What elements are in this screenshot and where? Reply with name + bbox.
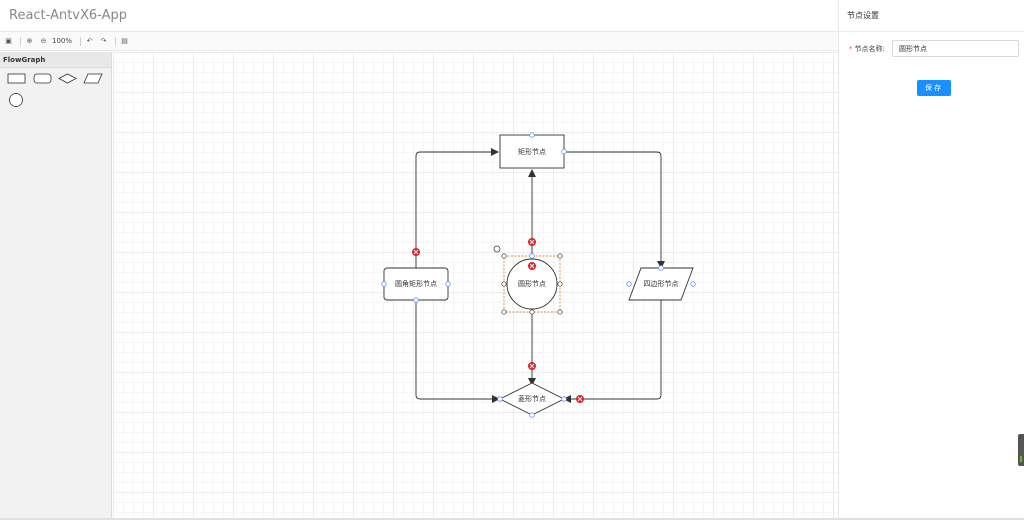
node-rounded-rect[interactable]: 圆角矩形节点 xyxy=(383,267,449,301)
side-drawer-handle[interactable] xyxy=(1018,434,1024,466)
node-diamond[interactable]: 菱形节点 xyxy=(498,382,566,416)
save-button[interactable]: 保存 xyxy=(917,80,951,96)
edge-rounded-to-diamond[interactable] xyxy=(415,300,500,403)
node-circle-label: 圆形节点 xyxy=(518,280,546,288)
remove-icon[interactable] xyxy=(576,395,584,403)
zoom-level: 100% xyxy=(52,37,73,45)
save-icon[interactable]: ▤ xyxy=(121,37,128,45)
undo-icon[interactable]: ↶ xyxy=(86,37,93,45)
node-rounded-rect-label: 圆角矩形节点 xyxy=(395,279,437,288)
node-rect[interactable]: 矩形节点 xyxy=(499,134,565,169)
toolbar-divider xyxy=(80,36,82,46)
remove-icon[interactable] xyxy=(412,248,420,256)
stencil-shapes xyxy=(7,73,103,107)
toolbar-divider xyxy=(115,36,117,46)
edge-rounded-to-rect[interactable] xyxy=(415,148,499,268)
stencil-group-title[interactable]: FlowGraph xyxy=(0,52,111,68)
redo-icon[interactable]: ↷ xyxy=(100,37,107,45)
node-name-input[interactable] xyxy=(892,40,1019,57)
zoom-in-icon[interactable]: ⊕ xyxy=(26,37,33,45)
zoom-out-icon[interactable]: ⊖ xyxy=(40,37,47,45)
node-diamond-label: 菱形节点 xyxy=(518,394,546,403)
edge-rect-to-parallelogram[interactable] xyxy=(533,151,665,269)
stencil-parallelogram-shape[interactable] xyxy=(83,73,103,84)
screenshot-icon[interactable]: ▣ xyxy=(5,37,12,45)
edge-remove-icons[interactable] xyxy=(412,238,584,403)
required-mark: * xyxy=(849,45,853,53)
app-title: React-AntvX6-App xyxy=(9,8,127,23)
remove-icon[interactable] xyxy=(528,362,536,370)
node-parallelogram-label: 四边形节点 xyxy=(644,279,679,288)
node-rect-label: 矩形节点 xyxy=(518,147,546,156)
header: React-AntvX6-App xyxy=(0,0,838,32)
toolbar-divider xyxy=(20,36,21,46)
node-circle[interactable]: 圆形节点 xyxy=(493,245,563,315)
rotate-handle[interactable] xyxy=(493,245,501,253)
stencil-diamond-shape[interactable] xyxy=(58,73,77,84)
graph-svg: 矩形节点 圆角矩形节点 四边形节点 菱形节点 圆形节点 xyxy=(381,132,696,418)
panel-title: 节点设置 xyxy=(847,11,879,20)
graph-canvas[interactable]: 矩形节点 圆角矩形节点 四边形节点 菱形节点 圆形节点 xyxy=(113,52,838,520)
toolbar: ▣ ⊕ ⊖ 100% ↶ ↷ ▤ xyxy=(0,32,838,51)
bottom-border xyxy=(0,518,1024,520)
node-parallelogram[interactable]: 四边形节点 xyxy=(628,267,694,301)
panel-divider xyxy=(839,31,1024,32)
node-name-label: *节点名称: xyxy=(849,44,885,54)
remove-icon[interactable] xyxy=(528,238,536,246)
settings-panel: 节点设置 *节点名称: 保存 xyxy=(838,0,1024,520)
stencil-panel: FlowGraph xyxy=(0,52,112,520)
remove-icon[interactable] xyxy=(528,262,536,270)
node-ports[interactable] xyxy=(381,132,696,418)
stencil-rect-shape[interactable] xyxy=(7,73,26,84)
stencil-circle-shape[interactable] xyxy=(9,93,23,107)
edge-parallelogram-to-diamond[interactable] xyxy=(563,300,662,403)
node-name-label-text: 节点名称: xyxy=(854,45,885,53)
stencil-rounded-rect-shape[interactable] xyxy=(33,73,52,84)
